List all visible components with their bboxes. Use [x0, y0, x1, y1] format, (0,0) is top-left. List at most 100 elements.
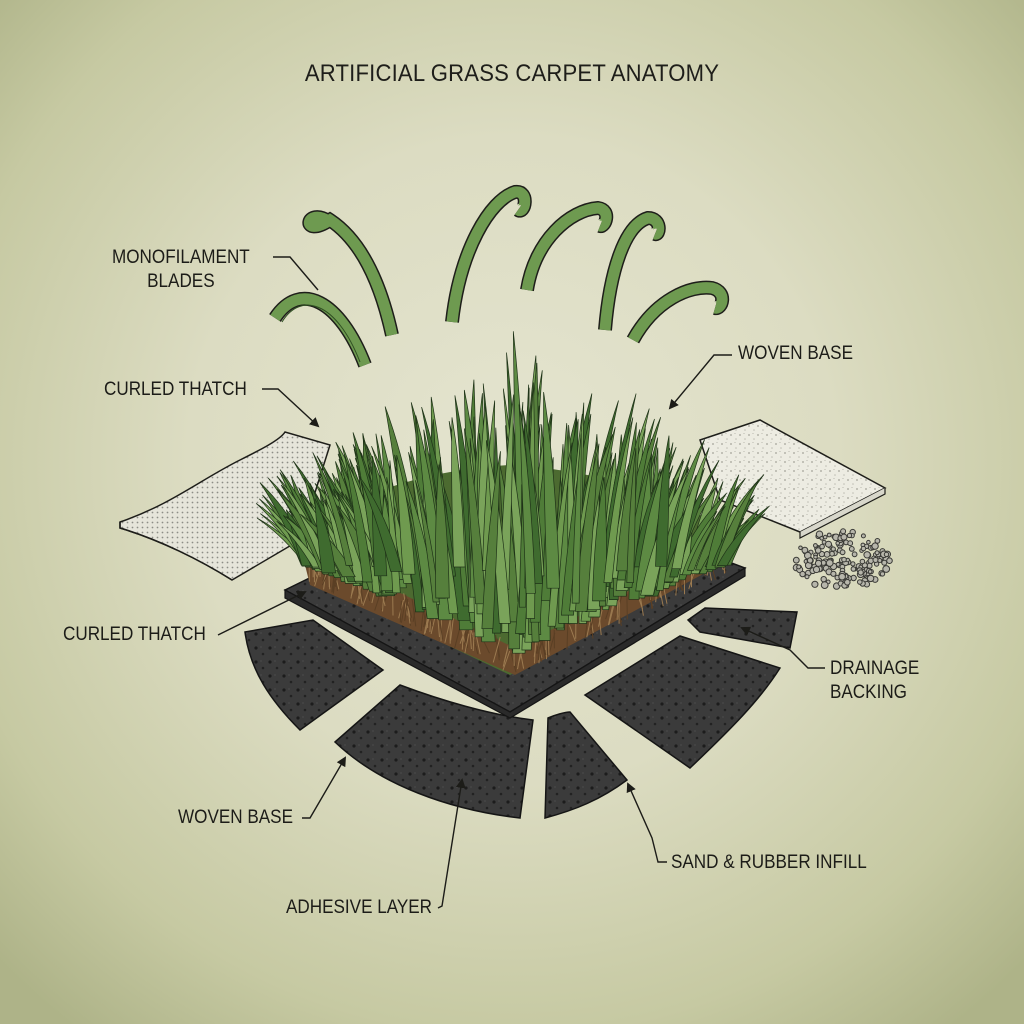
grass-blade [415, 480, 440, 603]
infill-pellet [857, 569, 864, 576]
tile-bottom-right [544, 711, 629, 819]
grass-blade [716, 505, 770, 566]
infill-pellet [814, 547, 822, 554]
infill-pellet [839, 549, 846, 556]
infill-pellet [863, 551, 871, 559]
loose-blades [269, 185, 730, 368]
infill-pellet [792, 556, 800, 564]
thatch-strand [472, 632, 475, 652]
infill-pellet [811, 580, 819, 588]
infill-pellet [848, 546, 855, 552]
blade-3 [445, 185, 532, 323]
thatch-strand [464, 633, 470, 654]
tile-left [244, 619, 385, 731]
label-line: MONOFILAMENT [112, 247, 250, 268]
infill-pellet [844, 579, 851, 586]
infill-pellets [792, 528, 893, 590]
infill-pellet [814, 559, 823, 567]
thatch-strand [547, 638, 550, 656]
grass-blade [519, 407, 536, 594]
thatch-strand [366, 587, 371, 601]
infill-pellet [860, 545, 867, 552]
infill-pellet [825, 540, 832, 548]
grass-blade [396, 455, 416, 575]
infill-pellet [806, 557, 814, 564]
blade-6 [626, 280, 730, 344]
thatch-strand [496, 638, 501, 658]
infill-pellet [867, 569, 873, 574]
grass-blade [358, 475, 403, 572]
infill-pellet [871, 542, 879, 550]
infill-pellet [886, 557, 893, 565]
infill-pellet [850, 561, 856, 567]
infill-pellet [838, 572, 846, 581]
thatch-strand [618, 602, 620, 618]
infill-pellet [830, 570, 837, 577]
thatch-strand [510, 652, 517, 673]
grass-blade [481, 451, 501, 630]
infill-pellet [882, 565, 891, 573]
thatch-strand [450, 618, 454, 641]
infill-pellet [796, 564, 802, 570]
infill-pellet [801, 546, 809, 554]
grass-blade [603, 417, 634, 583]
infill-pellet [826, 532, 832, 538]
thatch-strand [533, 642, 537, 657]
infill-pellet [846, 532, 853, 539]
infill-pellet [874, 550, 880, 556]
label-adhesive-layer: ADHESIVE LAYER [286, 897, 433, 918]
thatch-strand [403, 593, 408, 616]
thatch-strand [357, 583, 363, 604]
infill-pellet [859, 558, 866, 565]
infill-pellet [866, 539, 871, 545]
label-line: DRAINAGE [830, 658, 920, 679]
infill-pellet [819, 543, 825, 550]
infill-pellet [850, 566, 857, 572]
thatch-strand [407, 605, 411, 624]
thatch-strand [411, 598, 417, 627]
infill-pellet [820, 576, 827, 583]
thatch-strand [548, 632, 556, 654]
infill-pellet [815, 530, 824, 538]
label-line: BLADES [147, 271, 215, 292]
blade-2 [302, 210, 399, 337]
infill-pellet [883, 551, 890, 558]
infill-pellet [798, 545, 803, 551]
thatch-strand [405, 594, 413, 618]
infill-pellet [840, 528, 847, 535]
diagram-title: ARTIFICIAL GRASS CARPET ANATOMY [304, 60, 720, 87]
grass-blade [655, 435, 670, 567]
thatch-strand [400, 598, 407, 623]
infill-pellet [830, 546, 836, 552]
blade-5 [598, 210, 666, 331]
infill-pellet [812, 565, 821, 574]
infill-pellet [813, 543, 818, 548]
grass-blade [626, 448, 637, 583]
blade-1 [269, 292, 372, 368]
label-woven-base-bottom: WOVEN BASE [178, 807, 293, 828]
grass-blade [314, 498, 336, 574]
infill-pellet [820, 581, 829, 589]
left-woven-sheet [119, 431, 331, 581]
infill-pellet [866, 574, 875, 583]
infill-pellet [813, 554, 818, 560]
thatch-strand [569, 625, 576, 642]
grass-blade [543, 392, 560, 589]
thatch-strand [439, 619, 443, 640]
grass-tuft [255, 331, 770, 654]
infill-pellet [804, 574, 810, 580]
label-line: BACKING [830, 682, 907, 703]
thatch-strand [616, 600, 619, 620]
label-drainage-backing: DRAINAGE BACKING [830, 657, 919, 705]
thatch-strand [503, 645, 509, 663]
grass-blade [671, 447, 710, 570]
infill-pellet [872, 557, 879, 563]
thatch-strand [598, 608, 603, 627]
tile-right [583, 635, 782, 769]
thatch-strand [482, 640, 490, 654]
tile-far-right [686, 607, 798, 649]
label-woven-base-top: WOVEN BASE [738, 343, 853, 364]
grass-blade [344, 454, 373, 583]
infill-pellet [841, 556, 847, 563]
infill-pellet [851, 551, 858, 558]
